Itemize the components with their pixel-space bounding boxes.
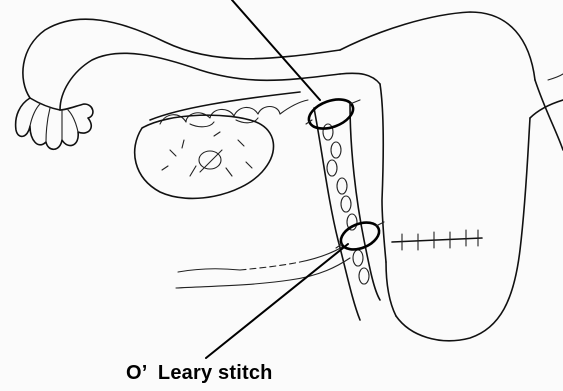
upper-pointer-line — [232, 0, 320, 100]
lower-pointer-line — [206, 244, 348, 358]
caption-label: O’ Leary stitch — [126, 362, 273, 385]
incision-sutures — [392, 230, 482, 250]
ligament-lines — [176, 246, 350, 288]
upper-stitch — [305, 94, 360, 134]
fimbriae — [16, 98, 93, 149]
mesosalpinx — [150, 92, 308, 127]
uterus — [340, 12, 563, 341]
uterine-vessels — [314, 104, 380, 320]
fallopian-tube — [23, 19, 340, 110]
ovary — [135, 115, 274, 198]
